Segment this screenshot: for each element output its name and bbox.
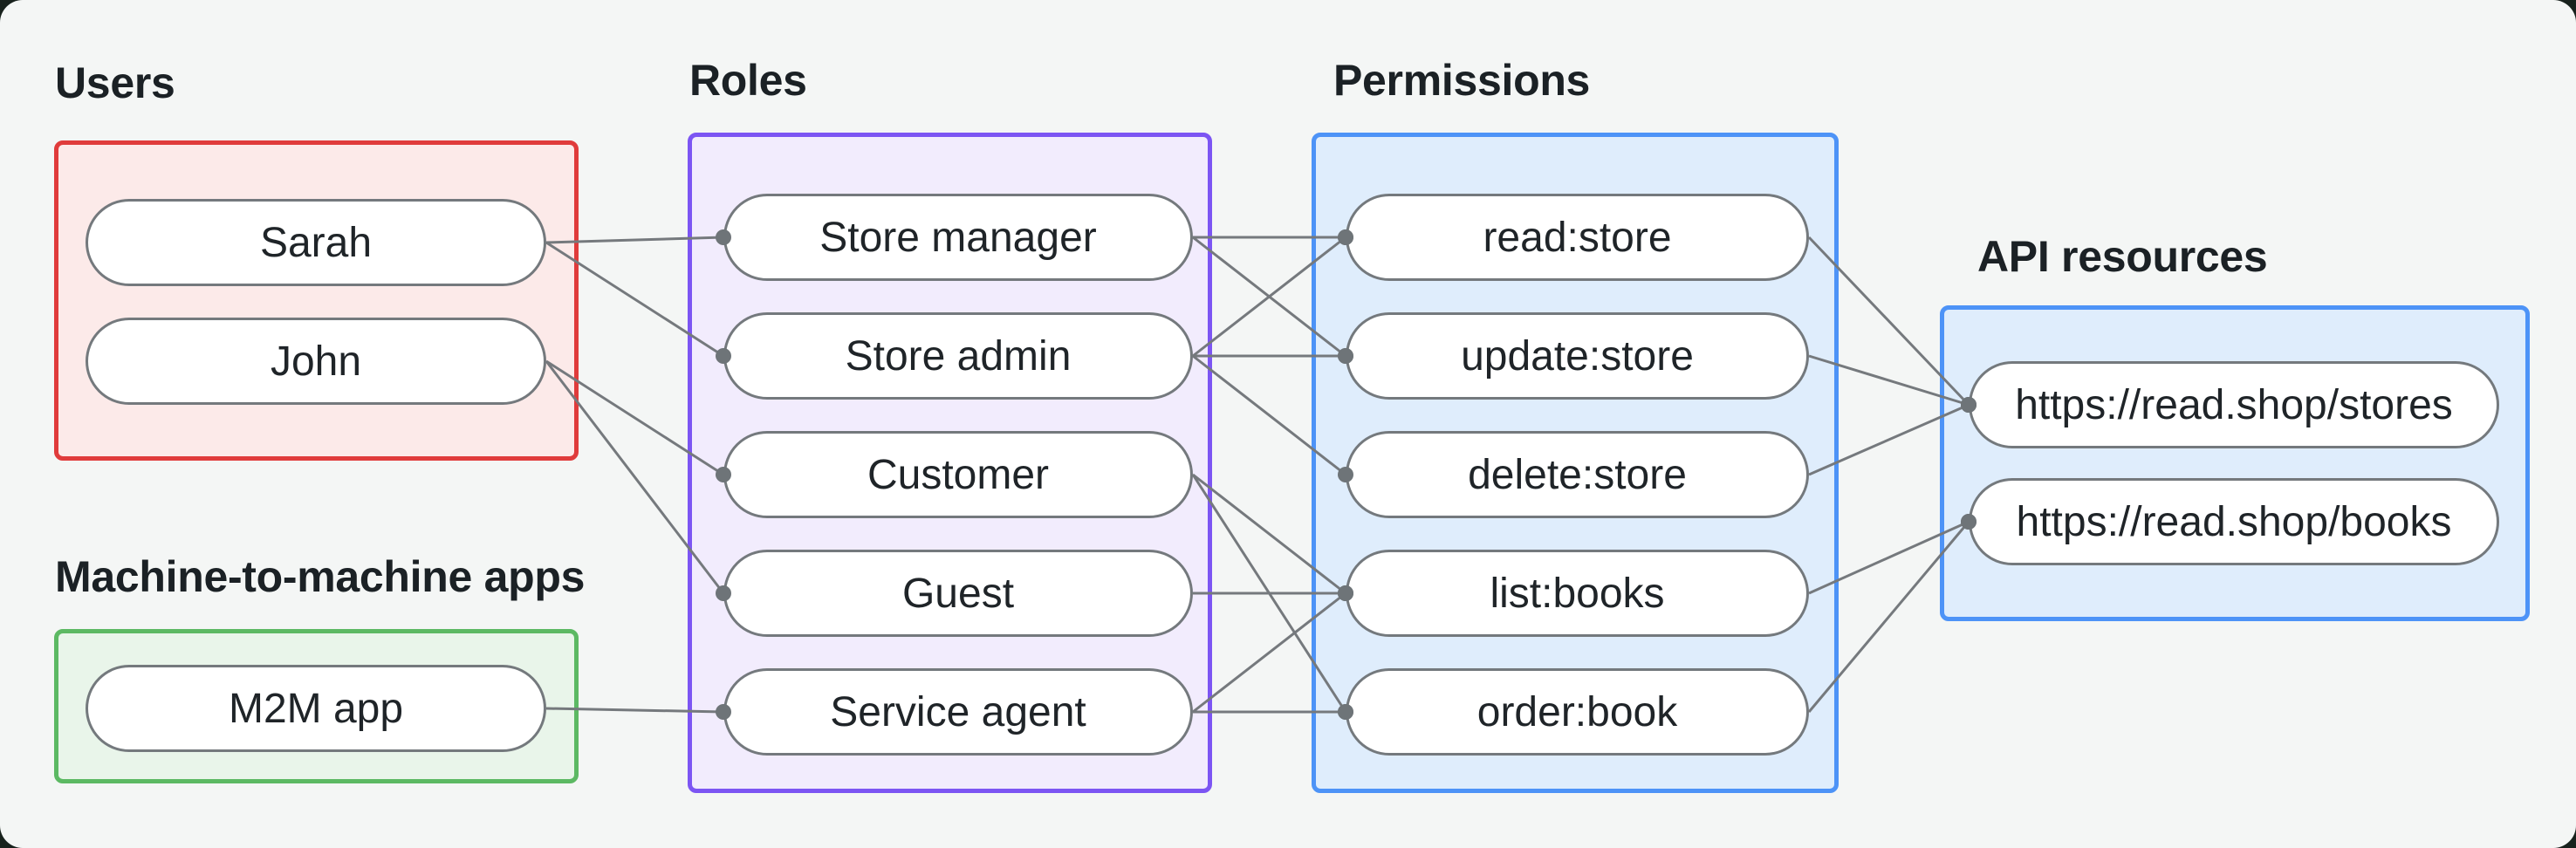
node-api-stores: https://read.shop/stores [1969,361,2499,448]
roles-section-title: Roles [689,56,807,105]
node-list-books: list:books [1346,550,1809,637]
permissions-section-title: Permissions [1333,56,1591,105]
node-guest: Guest [723,550,1193,637]
node-john: John [86,318,546,405]
m2m-section-title: Machine-to-machine apps [55,552,586,601]
node-service-agent: Service agent [723,668,1193,756]
api-resources-section-title: API resources [1977,232,2268,281]
node-store-manager: Store manager [723,194,1193,281]
users-group-box [54,140,579,461]
node-sarah: Sarah [86,199,546,286]
node-delete-store: delete:store [1346,431,1809,518]
users-section-title: Users [55,58,175,107]
node-customer: Customer [723,431,1193,518]
node-m2m-app: M2M app [86,665,546,752]
node-api-books: https://read.shop/books [1969,478,2499,565]
node-read-store: read:store [1346,194,1809,281]
node-order-book: order:book [1346,668,1809,756]
node-store-admin: Store admin [723,312,1193,400]
api-resources-group-box [1940,305,2530,621]
node-update-store: update:store [1346,312,1809,400]
